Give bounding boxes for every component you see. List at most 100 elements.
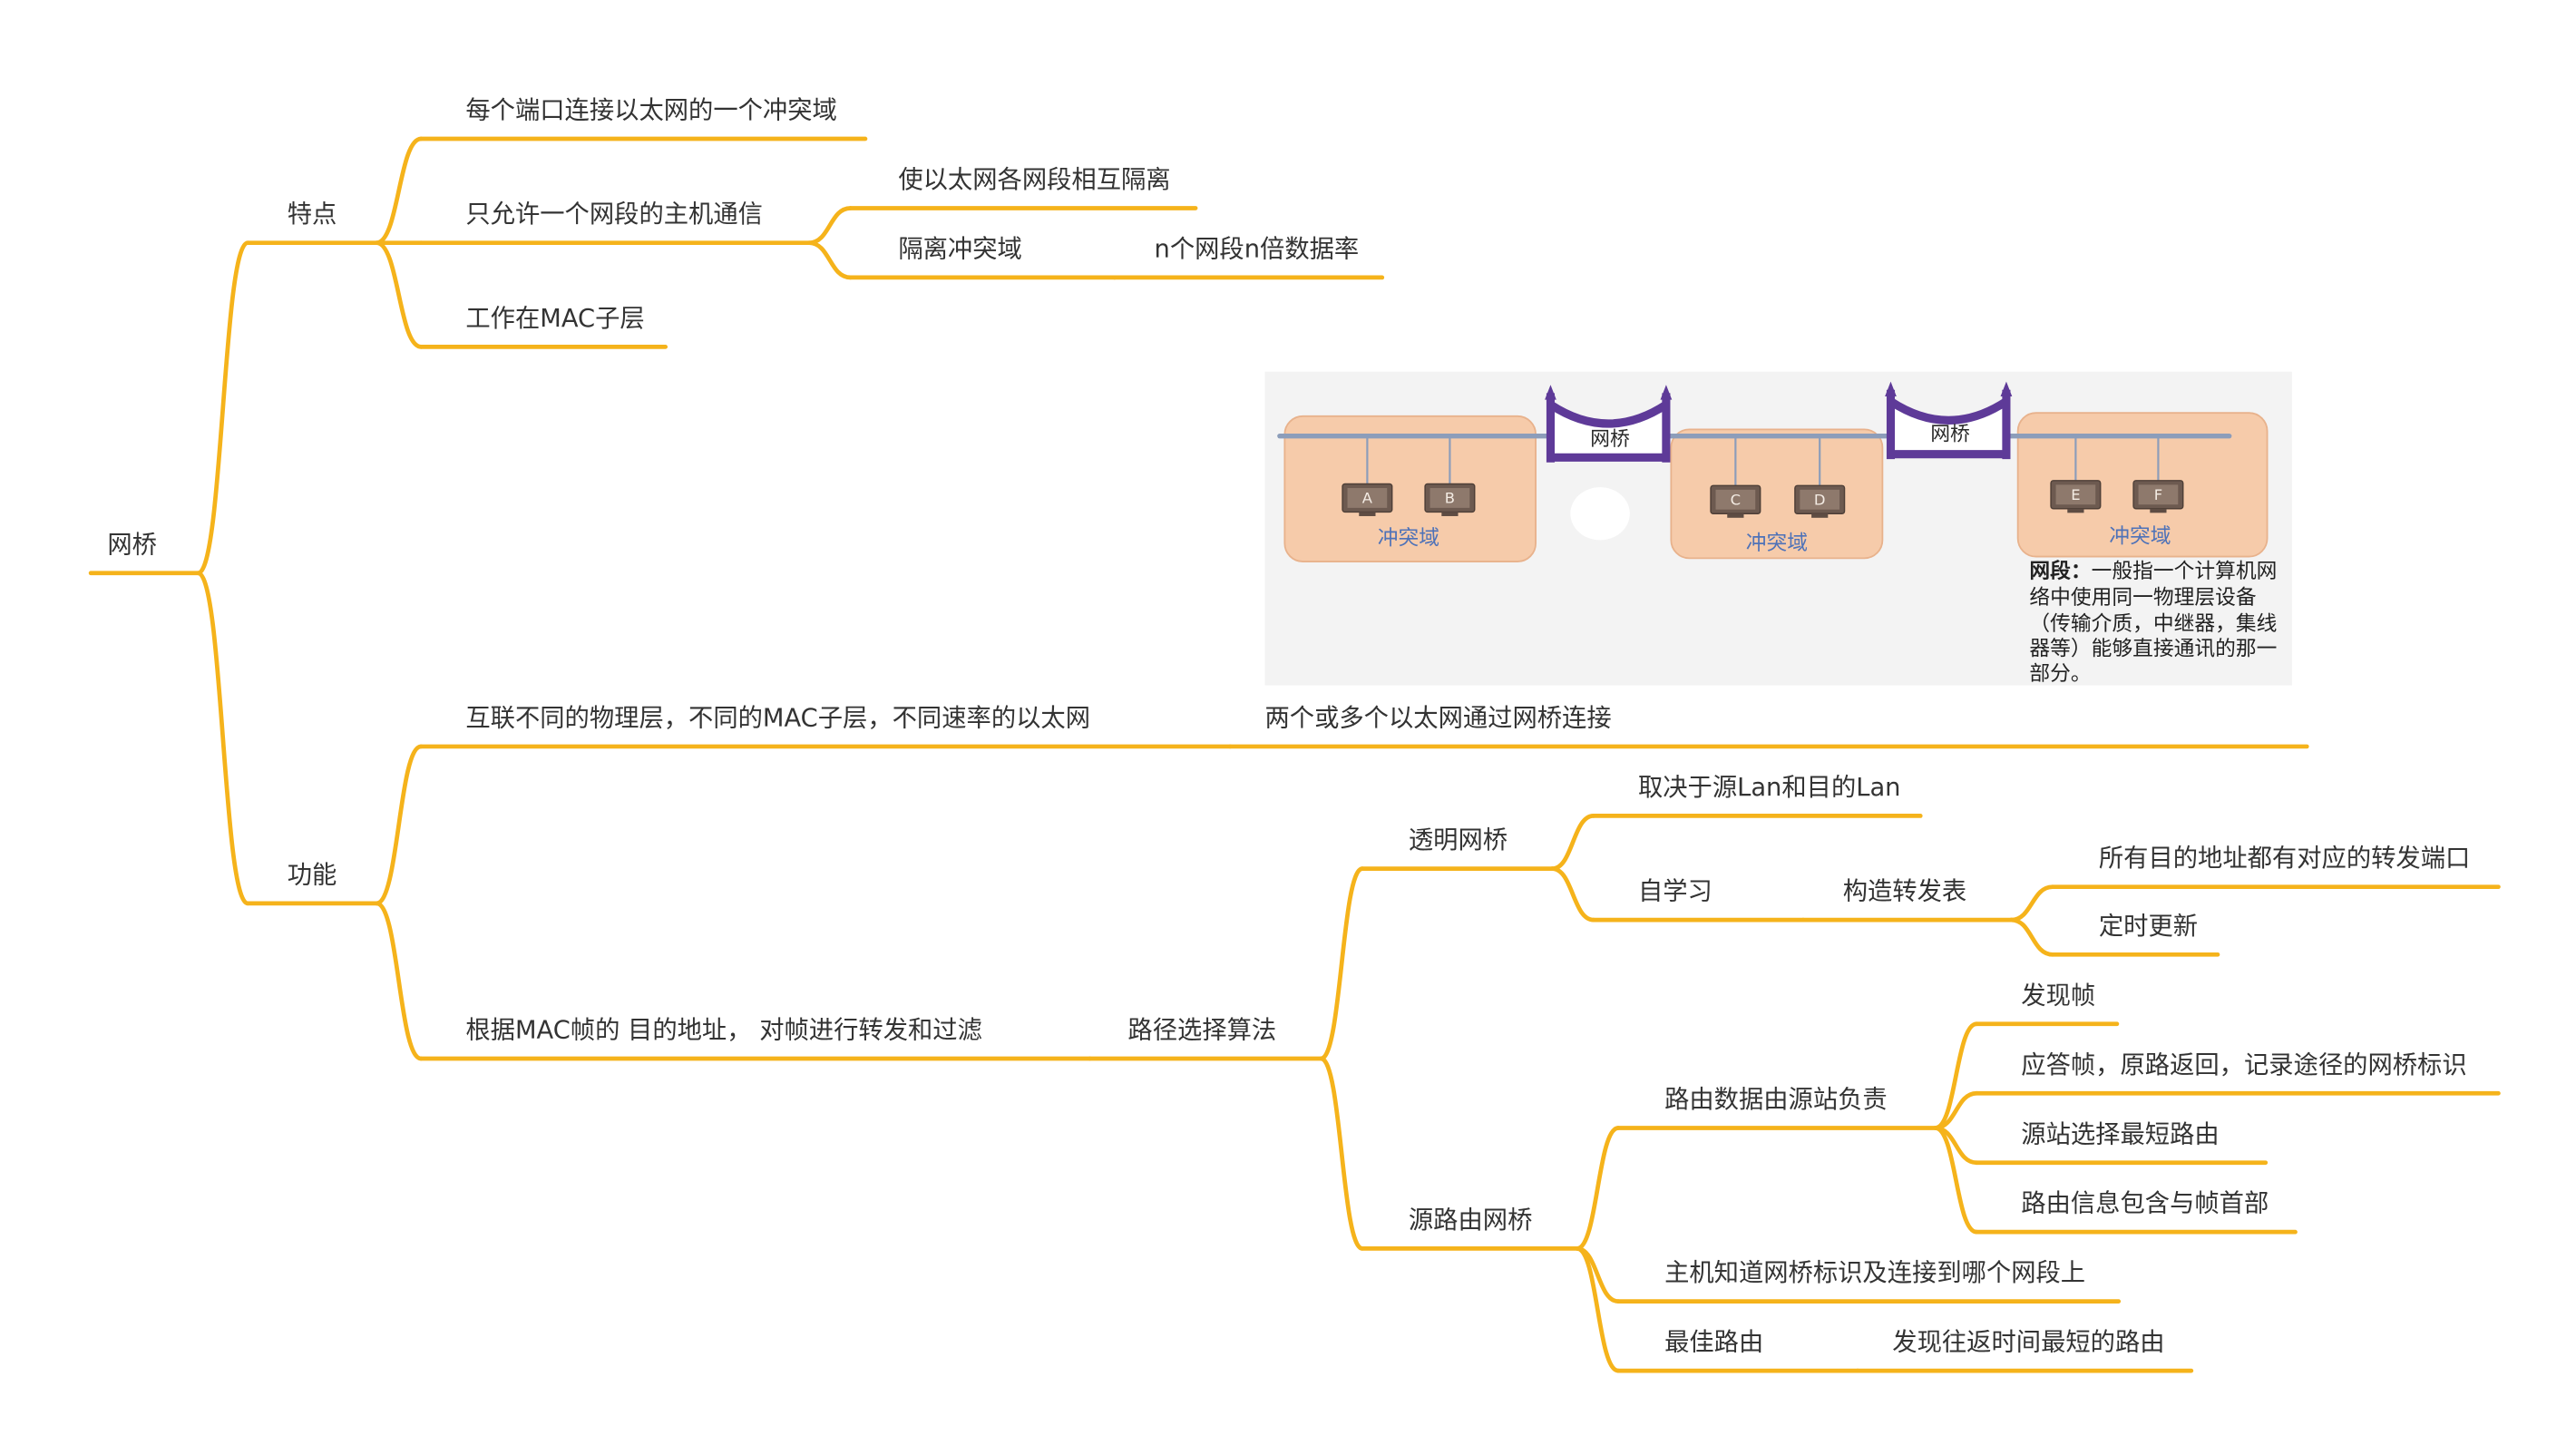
branch-connector (1549, 814, 1596, 872)
branch-connector (806, 240, 853, 280)
note-line: 网段：一般指一个计算机网 (2029, 559, 2277, 583)
host-label: A (1362, 489, 1373, 506)
topic-label: 使以太网各网段相互隔离 (898, 166, 1170, 194)
host-computer-icon: E (2050, 480, 2102, 513)
topic-self-learning: 自学习 (1591, 878, 1806, 923)
branch-connector (1575, 1246, 1621, 1373)
bridge-icon: 网桥 (1545, 385, 1673, 463)
topic-label: 定时更新 (2099, 913, 2198, 941)
topic-label: n个网段n倍数据率 (1155, 235, 1360, 263)
topic-source-routing-bridge: 源路由网桥 (1360, 1206, 1579, 1251)
note-line: （传输介质，中继器，集线 (2029, 612, 2277, 636)
topic-route-info-in-header: 路由信息包含与帧首部 (1974, 1190, 2298, 1235)
host-label: D (1814, 491, 1826, 508)
topic-best-route: 最佳路由 (1615, 1329, 1860, 1373)
host-label: E (2071, 486, 2080, 503)
topic-features: 特点 (245, 200, 379, 246)
branch-connector (196, 240, 250, 576)
branch-connector (1549, 866, 1596, 923)
branch-connector (374, 136, 424, 246)
topic-host-knows-bridges: 主机知道网桥标识及连接到哪个网段上 (1615, 1259, 2122, 1304)
topic-label: 主机知道网桥标识及连接到哪个网段上 (1664, 1259, 2085, 1287)
bridge-icon: 网桥 (1885, 381, 2013, 460)
root-topic: 网桥 (88, 531, 200, 576)
bridge-label: 网桥 (1590, 428, 1630, 451)
topic-forward-filter-frames: 根据MAC帧的 目的地址， 对帧进行转发和过滤 (418, 1017, 1092, 1061)
host-computer-icon: D (1794, 484, 1846, 518)
topic-label: 两个或多个以太网通过网桥连接 (1265, 704, 1612, 732)
host-computer-icon: A (1342, 483, 1393, 516)
collision-domain-box (1283, 415, 1537, 562)
topic-label: 所有目的地址都有对应的转发端口 (2099, 845, 2470, 873)
branch-connectors (196, 136, 2055, 1373)
note-line: 络中使用同一物理层设备 (2029, 586, 2256, 610)
branch-connector (2009, 884, 2055, 923)
branch-connector (1933, 1021, 1979, 1130)
topic-build-forwarding-table: 构造转发表 (1800, 878, 2014, 923)
topic-routing-algorithm: 路径选择算法 (1088, 1017, 1323, 1061)
host-computer-icon: F (2132, 480, 2184, 513)
topic-n-times-data-rate: n个网段n倍数据率 (1112, 235, 1385, 280)
topic-label: 路由信息包含与帧首部 (2021, 1190, 2269, 1218)
topic-label: 自学习 (1638, 878, 1712, 906)
topic-label: 应答帧，原路返回，记录途径的网桥标识 (2021, 1051, 2466, 1079)
topic-label: 源站选择最短路由 (2021, 1120, 2219, 1148)
note-line-text: 一般指一个计算机网 (2092, 560, 2278, 583)
topic-label: 发现帧 (2021, 981, 2095, 1010)
topic-mac-sublayer: 工作在MAC子层 (418, 305, 668, 349)
topic-periodic-update: 定时更新 (2050, 913, 2220, 957)
note-line: 器等）能够直接通讯的那一 (2029, 638, 2277, 661)
topic-label: 路径选择算法 (1127, 1017, 1276, 1045)
topic-source-selects-shortest: 源站选择最短路由 (1974, 1120, 2269, 1166)
topic-reply-frame: 应答帧，原路返回，记录途径的网桥标识 (1974, 1051, 2501, 1096)
topic-label: 发现往返时间最短的路由 (1892, 1329, 2164, 1357)
topic-discovery-frame: 发现帧 (1974, 981, 2120, 1027)
note-term: 网段： (2029, 559, 2091, 583)
topic-isolate-segments: 使以太网各网段相互隔离 (848, 166, 1198, 210)
topic-source-responsible-routing: 路由数据由源站负责 (1615, 1086, 1938, 1130)
branch-connector (806, 206, 853, 246)
note-line: 部分。 (2029, 662, 2091, 686)
branch-connector (1575, 1126, 1621, 1251)
topic-label: 互联不同的物理层，不同的MAC子层，不同速率的以太网 (465, 704, 1090, 732)
host-computer-icon: C (1710, 484, 1761, 518)
host-label: F (2154, 486, 2162, 503)
topic-label: 源路由网桥 (1409, 1206, 1532, 1235)
collision-domain-label: 冲突域 (1746, 532, 1808, 555)
collision-domain-label: 冲突域 (1378, 527, 1439, 551)
branch-connector (1319, 1056, 1365, 1251)
topic-label: 路由数据由源站负责 (1664, 1086, 1888, 1114)
topic-image: A B C D (1264, 371, 2292, 686)
topic-all-addresses-mapped: 所有目的地址都有对应的转发端口 (2050, 845, 2501, 890)
branch-connector (374, 240, 424, 349)
topic-shortest-rtt-route: 发现往返时间最短的路由 (1855, 1329, 2194, 1373)
branch-connector (2009, 917, 2055, 957)
branch-connector (374, 901, 424, 1061)
bridge-label: 网桥 (1930, 423, 1970, 445)
topic-label: 根据MAC帧的 目的地址， 对帧进行转发和过滤 (465, 1017, 982, 1045)
topic-label: 构造转发表 (1843, 878, 1966, 906)
topic-label: 隔离冲突域 (898, 235, 1021, 263)
topic-bridge-connects-ethernets: A B C D (1227, 371, 2309, 749)
topic-port-collision-domain: 每个端口连接以太网的一个冲突域 (418, 97, 868, 142)
topic-label: 每个端口连接以太网的一个冲突域 (465, 97, 836, 125)
topic-functions: 功能 (245, 861, 379, 906)
topic-label: 特点 (288, 200, 337, 229)
collision-domain-label: 冲突域 (2109, 525, 2171, 549)
network-segment-note: 网段：一般指一个计算机网 络中使用同一物理层设备 （传输介质，中继器，集线 器等… (2029, 559, 2277, 686)
collision-domain-box (1670, 428, 1884, 560)
topic-label: 工作在MAC子层 (465, 305, 644, 333)
host-computer-icon: B (1424, 483, 1476, 516)
topic-depends-on-lans: 取决于源Lan和目的Lan (1591, 774, 1923, 818)
topic-label: 取决于源Lan和目的Lan (1638, 774, 1901, 802)
topic-label: 最佳路由 (1664, 1329, 1763, 1357)
branch-connector (1933, 1126, 1979, 1235)
topic-label: 只允许一个网段的主机通信 (465, 200, 763, 229)
topic-interconnect-ethernets: 互联不同的物理层，不同的MAC子层，不同速率的以太网 (418, 704, 1233, 749)
topic-isolate-collision-domains: 隔离冲突域 (848, 235, 1117, 280)
branch-connector (1319, 866, 1365, 1061)
blank-oval (1570, 487, 1630, 541)
host-label: B (1445, 489, 1455, 506)
branch-connector (374, 744, 424, 906)
